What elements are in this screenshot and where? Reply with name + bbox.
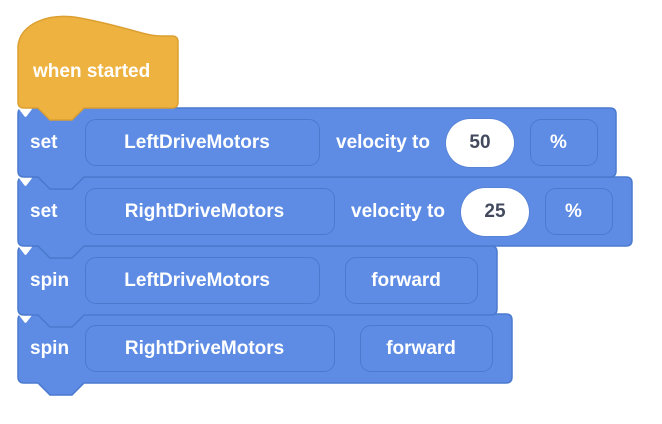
- direction-select-value: forward: [386, 337, 456, 359]
- unit-select-dropdown[interactable]: %: [19, 107, 598, 166]
- when-started-label: when started: [33, 61, 151, 82]
- velocity-value-input[interactable]: 25: [460, 187, 529, 236]
- hat-block-shape: [17, 15, 179, 121]
- unit-select-dropdown[interactable]: %: [19, 176, 613, 235]
- velocity-value: 25: [484, 200, 506, 222]
- set-keyword-label: set: [30, 200, 58, 222]
- velocity-value-input[interactable]: 50: [445, 118, 514, 167]
- set-keyword-label: set: [30, 131, 58, 153]
- unit-select-value: %: [550, 131, 567, 153]
- block-spin-rightdrivemotors[interactable]: spin RightDriveMotors forward: [17, 313, 513, 396]
- velocity-to-label: velocity to: [336, 131, 430, 153]
- block-set-leftdrivemotors-velocity[interactable]: set LeftDriveMotors velocity to 50 %: [17, 107, 617, 190]
- spin-keyword-label: spin: [30, 337, 70, 359]
- motor-select-value: RightDriveMotors: [124, 200, 285, 222]
- motor-select-dropdown[interactable]: LeftDriveMotors: [19, 107, 320, 166]
- direction-select-dropdown[interactable]: forward: [19, 245, 479, 304]
- velocity-value: 50: [469, 131, 491, 153]
- motor-select-value: LeftDriveMotors: [124, 269, 270, 291]
- block-when-started[interactable]: when started: [17, 15, 179, 121]
- direction-select-value: forward: [371, 269, 441, 291]
- block-spin-leftdrivemotors[interactable]: spin LeftDriveMotors forward: [17, 245, 498, 328]
- unit-select-value: %: [565, 200, 582, 222]
- velocity-to-label: velocity to: [351, 200, 445, 222]
- motor-select-value: LeftDriveMotors: [124, 131, 270, 153]
- motor-select-value: RightDriveMotors: [124, 337, 285, 359]
- spin-keyword-label: spin: [30, 269, 70, 291]
